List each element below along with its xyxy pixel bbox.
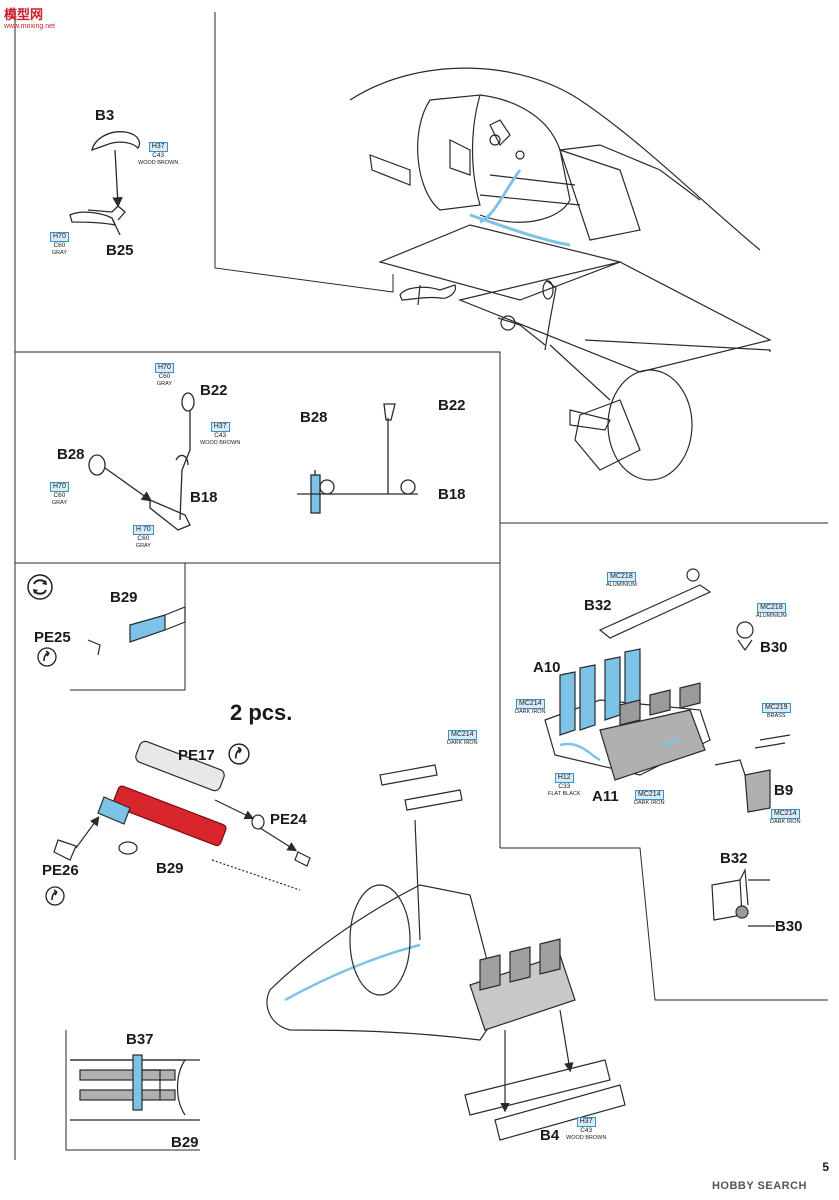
paint-callout-b22-grip: H37 C43 WOOD BROWN xyxy=(200,422,240,446)
paint-callout-gun: MC214 DARK IRON xyxy=(447,730,478,746)
site-logo: 模型网 www.moxing.net xyxy=(4,4,55,30)
paint-name: BRASS xyxy=(766,713,786,720)
bend-arrow-icon xyxy=(228,743,250,765)
label-pe26: PE26 xyxy=(42,862,79,879)
paint-code: MC218 xyxy=(757,603,786,614)
paint-callout-h12: H12 C33 FLAT BLACK xyxy=(548,773,581,797)
paint-name: GRAY xyxy=(51,249,68,256)
gun-barrel-assembly xyxy=(53,606,311,891)
paint-callout-a10: MC214 DARK IRON xyxy=(515,699,546,715)
label-b29: B29 xyxy=(110,589,138,606)
paint-name: DARK IRON xyxy=(447,740,478,747)
paint-callout-mc218-a: MC218 ALUMINIUM xyxy=(606,572,637,588)
label-b30: B30 xyxy=(760,639,788,656)
paint-name: ALUMINIUM xyxy=(606,582,637,589)
parts-b22-b28-b18 xyxy=(88,392,418,531)
label-b25: B25 xyxy=(106,242,134,259)
paint-callout-b22: H70 C60 GRAY xyxy=(155,363,174,387)
label-b18-diagram: B18 xyxy=(438,486,466,503)
paint-code: H70 xyxy=(50,232,69,243)
paint-name: DARK IRON xyxy=(515,709,546,716)
label-pe24: PE24 xyxy=(270,811,307,828)
paint-callout-mc218-b: MC218 ALUMINIUM xyxy=(756,603,787,619)
paint-code: MC219 xyxy=(762,703,791,714)
paint-callout-b28: H70 C60 GRAY xyxy=(50,482,69,506)
paint-sub-code: C43 xyxy=(152,152,165,160)
label-b22-diagram: B22 xyxy=(438,397,466,414)
paint-code: H37 xyxy=(210,422,230,433)
paint-name: WOOD BROWN xyxy=(566,1134,607,1141)
paint-sub-code: C33 xyxy=(558,783,571,791)
watermark: HOBBY SEARCH xyxy=(711,1180,807,1192)
bend-arrow-icon xyxy=(45,886,65,906)
engine-parts xyxy=(544,568,791,927)
paint-code: MC214 xyxy=(447,730,477,741)
page-number: 5 xyxy=(822,1160,829,1174)
paint-callout-b9: MC214 DARK IRON xyxy=(770,809,801,825)
paint-callout-mc219: MC219 BRASS xyxy=(762,703,791,719)
paint-callout-b4: H37 C43 WOOD BROWN xyxy=(566,1117,606,1141)
fuselage-nose xyxy=(266,764,626,1141)
label-b22: B22 xyxy=(200,382,228,399)
label-b3: B3 xyxy=(95,107,115,124)
paint-callout-b3: H37 C43 WOOD BROWN xyxy=(138,142,178,166)
logo-url: www.moxing.net xyxy=(4,23,55,30)
parts-cockpit-floor xyxy=(399,279,693,481)
paint-name: GRAY xyxy=(156,380,173,387)
logo-text: 模型网 xyxy=(4,7,44,22)
label-b30-detail: B30 xyxy=(775,918,803,935)
paint-callout-b18: H 70 C60 GRAY xyxy=(133,525,154,549)
paint-sub-code: C43 xyxy=(214,432,227,440)
label-b4: B4 xyxy=(540,1127,560,1144)
paint-code: H70 xyxy=(155,363,174,374)
paint-code: H70 xyxy=(50,482,69,493)
paint-name: GRAY xyxy=(135,542,151,549)
paint-name: GRAY xyxy=(51,499,68,506)
paint-sub-code: C60 xyxy=(53,242,66,250)
paint-code: MC218 xyxy=(607,572,636,583)
repeat-rotate-icon xyxy=(27,574,53,600)
label-b29-barrel: B29 xyxy=(156,860,184,877)
panel-frames xyxy=(14,12,828,1160)
paint-code: H 70 xyxy=(133,525,154,536)
paint-name: WOOD BROWN xyxy=(138,159,179,166)
paint-code: H37 xyxy=(148,142,168,153)
bend-arrow-icon xyxy=(37,647,57,667)
paint-name: ALUMINIUM xyxy=(756,613,787,620)
label-pe25: PE25 xyxy=(34,629,71,646)
label-b18: B18 xyxy=(190,489,218,506)
label-two-pcs: 2 pcs. xyxy=(230,700,293,725)
label-b32: B32 xyxy=(584,597,612,614)
paint-code: H12 xyxy=(554,773,574,784)
label-a11: A11 xyxy=(592,788,619,805)
paint-callout-b25: H70 C60 GRAY xyxy=(50,232,69,256)
gun-mount-detail xyxy=(70,1054,200,1121)
paint-callout-a11: MC214 DARK IRON xyxy=(634,790,665,806)
paint-code: MC214 xyxy=(770,809,800,820)
label-a10: A10 xyxy=(533,659,561,676)
paint-code: H37 xyxy=(576,1117,596,1128)
label-b28-diagram: B28 xyxy=(300,409,328,426)
fuselage-cockpit xyxy=(349,67,772,373)
paint-code: MC214 xyxy=(515,699,545,710)
paint-name: FLAT BLACK xyxy=(548,790,581,797)
paint-sub-code: C60 xyxy=(137,535,150,543)
paint-name: DARK IRON xyxy=(770,819,801,826)
paint-code: MC214 xyxy=(634,790,664,801)
label-b28: B28 xyxy=(57,446,85,463)
label-b9: B9 xyxy=(774,782,794,799)
label-pe17: PE17 xyxy=(178,747,215,764)
paint-name: DARK IRON xyxy=(634,800,665,807)
paint-name: WOOD BROWN xyxy=(200,439,241,446)
label-b37: B37 xyxy=(126,1031,154,1048)
paint-sub-code: C60 xyxy=(158,373,171,381)
label-b29-mount: B29 xyxy=(171,1134,199,1151)
paint-sub-code: C43 xyxy=(580,1127,593,1135)
paint-sub-code: C60 xyxy=(53,492,66,500)
parts-b3-b25 xyxy=(69,131,141,236)
label-b32-detail: B32 xyxy=(720,850,748,867)
